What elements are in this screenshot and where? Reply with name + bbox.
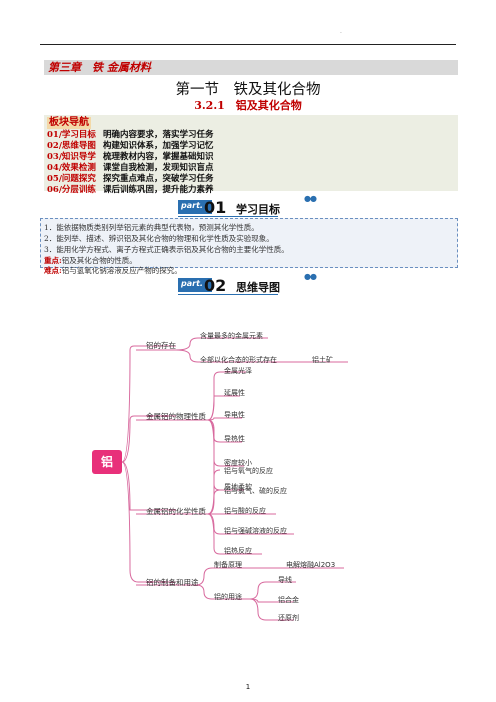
mindmap-node: 铝的用途 (214, 593, 242, 601)
nav-item: 02/思维导图构建知识体系，加强学习记忆 (47, 141, 214, 151)
mindmap-node: 全部以化合态的形式存在 (200, 356, 277, 364)
mindmap-leaf: 还原剂 (278, 614, 299, 622)
nav-item: 01/学习目标明确内容要求，落实学习任务 (47, 130, 214, 140)
chapter-title: 第三章 铁 金属材料 (48, 61, 151, 74)
part-number: 02 (204, 276, 227, 295)
goal-item: 1．能依据物质类别列举铝元素的典型代表物，预测其化学性质。 (44, 223, 259, 232)
quote-icon: ●● (304, 194, 317, 203)
nav-item: 03/知识导学梳理教材内容，掌握基础知识 (47, 152, 214, 162)
part-tag: part. (178, 278, 212, 292)
root-node-bg (92, 450, 122, 474)
nav-item: 05/问题探究探究重点难点，突破学习任务 (47, 174, 214, 184)
mindmap-node: 延展性 (224, 389, 245, 397)
part-tag: part. (178, 200, 212, 214)
part-number: 01 (204, 198, 227, 217)
key-point: 重点:铝及其化合物的性质。 (44, 256, 137, 265)
mindmap-leaf: 铝土矿 (312, 356, 333, 364)
lesson-title: 3.2.1 铝及其化合物 (194, 99, 302, 112)
nav-heading: 板块导航 (47, 117, 91, 129)
mindmap-node: 含量最多的金属元素 (200, 332, 263, 340)
difficulty-point: 难点:铝与氢氧化钠溶液反应产物的探究。 (44, 266, 182, 275)
mindmap-node: 铝与氯气、硫的反应 (224, 487, 287, 495)
quote-icon: ●● (304, 272, 317, 281)
mindmap-node: 金属光泽 (224, 367, 252, 375)
mindmap-node: 质地柔软 (224, 483, 252, 491)
nav-item: 06/分层训练课后训练巩固，提升能力素养 (47, 185, 214, 195)
mindmap-node: 导热性 (224, 435, 245, 443)
chapter-banner: 第三章 铁 金属材料 (44, 60, 458, 75)
nav-box (44, 115, 458, 191)
mindmap-leaf: 铝合金 (278, 596, 299, 604)
part-label: 思维导图 (236, 281, 280, 294)
mindmap-branch: 金属铝的物理性质 (146, 412, 206, 421)
mindmap-node: 铝热反应 (224, 547, 252, 555)
part-01-badge: part. 01 学习目标 ●● (178, 194, 317, 217)
header-dot: · (340, 30, 342, 37)
mindmap-branch: 金属铝的化学性质 (146, 507, 206, 516)
goals-box (40, 218, 458, 268)
mindmap-branch: 铝的存在 (146, 341, 176, 350)
mindmap-node: 铝与酸的反应 (224, 507, 266, 515)
mindmap-leaf: 导线 (278, 576, 292, 584)
mindmap-branch: 铝的制备和用途 (146, 578, 199, 587)
header-rule (40, 44, 456, 45)
nav-item: 04/效果检测课堂自我检测，发现知识盲点 (47, 163, 214, 173)
part-label: 学习目标 (236, 203, 280, 216)
goal-item: 3．能用化学方程式、离子方程式正确表示铝及其化合物的主要化学性质。 (44, 245, 289, 254)
mindmap-node: 铝与强碱溶液的反应 (224, 527, 287, 535)
mindmap-node: 制备原理 (214, 561, 242, 569)
section-title: 第一节 铁及其化合物 (175, 82, 321, 98)
part-02-badge: part. 02 思维导图 ●● (178, 272, 317, 295)
mindmap-node: 导电性 (224, 411, 245, 419)
page-number: 1 (245, 683, 251, 691)
mindmap-node: 铝与氧气的反应 (224, 467, 273, 475)
goal-item: 2．能列举、描述、辨识铝及其化合物的物理和化学性质及实验现象。 (44, 234, 274, 243)
mindmap-node: 密度较小 (224, 459, 252, 467)
mindmap-leaf: 电解熔融Al2O3 (286, 561, 336, 569)
mindmap-root: 铝 (100, 455, 113, 469)
